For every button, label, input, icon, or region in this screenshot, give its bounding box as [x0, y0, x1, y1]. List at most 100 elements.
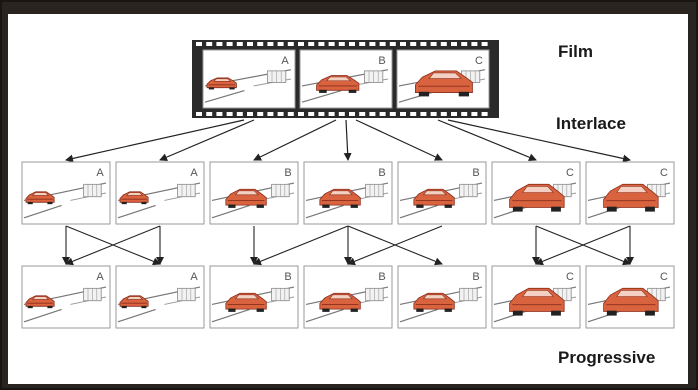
interlace-frame: B	[303, 161, 393, 225]
frame-letter: A	[190, 271, 198, 283]
interlace-frame: B	[209, 161, 299, 225]
film-label: Film	[558, 42, 593, 61]
frame-letter: A	[281, 55, 289, 67]
interlace-label: Interlace	[556, 114, 626, 133]
sprocket-hole	[379, 42, 386, 46]
interlace-frame: C	[585, 161, 675, 225]
sprocket-hole	[400, 112, 406, 116]
car-graphic	[509, 287, 565, 316]
interlace-to-progressive-arrow	[253, 225, 349, 266]
frame-letter: B	[472, 167, 479, 179]
frame-letter: A	[96, 167, 104, 179]
interlace-to-progressive-arrows	[62, 225, 634, 266]
sprocket-hole	[369, 42, 376, 46]
film-to-interlace-arrow	[437, 119, 537, 162]
sprocket-hole	[267, 42, 274, 46]
interlace-frame: A	[21, 161, 111, 225]
sprocket-hole	[451, 112, 457, 116]
sprocket-hole	[430, 112, 437, 116]
frame-letter: B	[378, 271, 385, 283]
sprocket-hole	[318, 42, 325, 46]
sprocket-hole	[247, 42, 253, 46]
progressive-frame: C	[491, 265, 581, 329]
sprocket-hole	[236, 42, 243, 46]
sprocket-hole	[461, 42, 468, 46]
sprocket-hole	[328, 112, 335, 116]
progressive-label: Progressive	[558, 348, 656, 367]
sprocket-hole	[389, 42, 396, 46]
sprocket-hole	[257, 42, 264, 46]
car-graphic	[119, 191, 149, 205]
film-to-interlace-arrow	[65, 119, 245, 163]
frame-letter: B	[284, 271, 291, 283]
car-graphic	[25, 295, 55, 309]
interlace-frame: B	[397, 161, 487, 225]
sprocket-hole	[267, 112, 274, 116]
sprocket-hole	[277, 112, 284, 116]
car-graphic	[413, 188, 455, 208]
frame-letter: C	[566, 167, 574, 179]
sprocket-hole	[379, 112, 386, 116]
frame-letter: B	[472, 271, 479, 283]
sprocket-hole	[349, 42, 355, 46]
sprocket-hole	[481, 112, 488, 116]
sprocket-hole	[226, 42, 233, 46]
car-graphic	[319, 188, 361, 208]
sprocket-hole	[410, 112, 417, 116]
car-graphic	[603, 183, 659, 212]
sprocket-hole	[257, 112, 264, 116]
sprocket-hole	[277, 42, 284, 46]
sprocket-hole	[410, 42, 417, 46]
sprocket-hole	[308, 112, 315, 116]
sprocket-hole	[216, 112, 223, 116]
frame-letter: B	[284, 167, 291, 179]
interlace-to-progressive-arrow	[347, 225, 443, 266]
sprocket-hole	[471, 112, 478, 116]
film-to-interlace-arrows	[65, 119, 631, 163]
sprocket-hole	[471, 42, 478, 46]
film-strip: A B C	[192, 40, 499, 118]
sprocket-hole	[420, 112, 427, 116]
car-graphic	[225, 292, 267, 312]
progressive-frame: C	[585, 265, 675, 329]
sprocket-hole	[308, 42, 315, 46]
film-to-interlace-arrow	[343, 119, 352, 161]
sprocket-hole	[430, 42, 437, 46]
progressive-frame: A	[21, 265, 111, 329]
car-graphic	[603, 287, 659, 316]
sprocket-hole	[359, 42, 366, 46]
sprocket-hole	[349, 112, 355, 116]
sprocket-hole	[389, 112, 396, 116]
car-graphic	[316, 75, 360, 93]
frame-letter: C	[566, 271, 574, 283]
sprocket-hole	[481, 42, 488, 46]
progressive-frame: B	[397, 265, 487, 329]
frame-letter: B	[378, 55, 385, 67]
film-to-interlace-arrow	[253, 119, 337, 161]
frame-letter: C	[475, 55, 483, 67]
frame-letter: C	[660, 167, 668, 179]
sprocket-hole	[287, 42, 294, 46]
sprocket-hole	[440, 112, 447, 116]
film-frame: B	[299, 49, 393, 109]
sprocket-hole	[359, 112, 366, 116]
frame-letter: A	[190, 167, 198, 179]
interlace-to-progressive-arrow	[535, 225, 631, 266]
progressive-frame: B	[209, 265, 299, 329]
sprocket-hole	[206, 112, 213, 116]
sprocket-hole	[338, 42, 345, 46]
progressive-frame: A	[115, 265, 205, 329]
sprocket-hole	[236, 112, 243, 116]
sprocket-hole	[298, 112, 304, 116]
frame-letter: A	[96, 271, 104, 283]
sprocket-hole	[196, 112, 202, 116]
film-to-interlace-arrow	[355, 119, 443, 161]
sprocket-hole	[461, 112, 468, 116]
sprocket-hole	[226, 112, 233, 116]
car-graphic	[509, 183, 565, 212]
film-frame: C	[396, 49, 490, 109]
car-graphic	[413, 292, 455, 312]
sprocket-hole	[440, 42, 447, 46]
